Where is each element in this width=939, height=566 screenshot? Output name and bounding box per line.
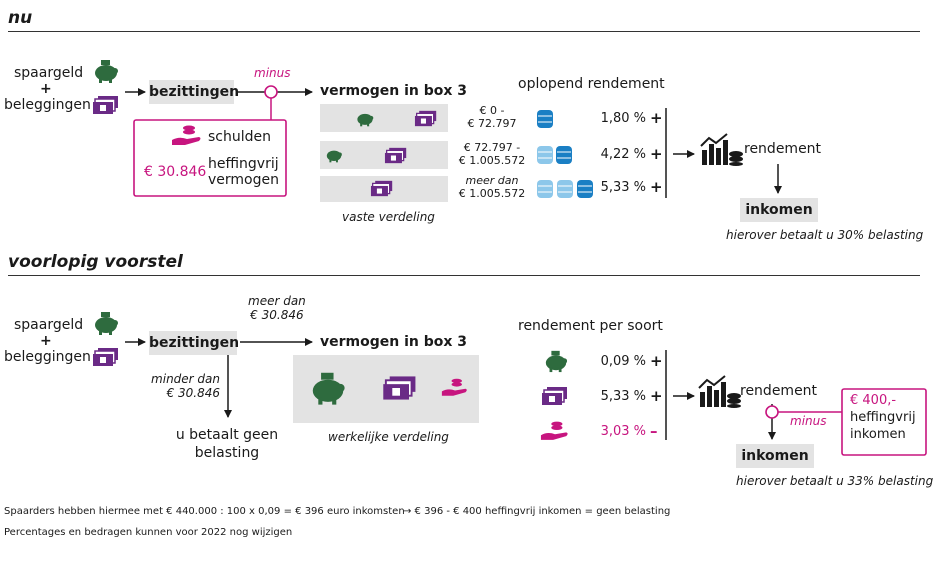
piggy-bank-icon — [357, 113, 374, 127]
coin-stack-icon — [537, 180, 593, 198]
oplopend-rendement-title: oplopend rendement — [518, 76, 665, 92]
vaste-verdeling-label: vaste verdeling — [342, 210, 435, 224]
hand-coins-icon — [441, 378, 467, 396]
banknotes-icon — [414, 110, 437, 127]
rate-1-pct: 0,09 % — [600, 354, 646, 369]
minus-label: minus — [254, 66, 291, 80]
piggy-bank-icon — [95, 312, 118, 335]
footer-disclaimer: Percentages en bedragen kunnen voor 2022… — [4, 527, 293, 538]
werkelijke-verdeling-label: werkelijke verdeling — [328, 430, 449, 444]
piggy-bank-icon — [312, 372, 345, 405]
bracket-2-op: + — [650, 145, 663, 163]
bracket-1-pct: 1,80 % — [600, 111, 646, 126]
rate-2-op: + — [650, 387, 663, 405]
piggy-bank-icon — [545, 350, 568, 373]
banknotes-icon — [542, 387, 567, 405]
chart-coins-icon — [698, 375, 741, 408]
rendement-label: rendement — [740, 383, 818, 399]
rendement-per-soort-title: rendement per soort — [518, 318, 663, 334]
bracket-3-pct: 5,33 % — [600, 180, 646, 195]
piggy-bank-icon — [95, 60, 118, 83]
no-tax-label: u betaalt geen belasting — [175, 427, 279, 461]
rate-1-op: + — [650, 352, 663, 370]
section-divider-proposal — [8, 275, 920, 276]
hand-coins-icon — [540, 421, 568, 440]
rendement-label: rendement — [744, 141, 822, 157]
bracket-1-range: € 0 -€ 72.797 — [467, 104, 517, 130]
heffingvrij-inkomen-line1: heffingvrij — [850, 410, 916, 425]
footer-calculation: Spaarders hebben hiermee met € 440.000 :… — [4, 506, 405, 517]
heffingvrij-inkomen-line2: inkomen — [850, 427, 906, 442]
section-divider-now — [8, 31, 920, 32]
meer-dan-label: meer dan € 30.846 — [248, 294, 306, 322]
heffingvrij-line1: heffingvrij — [208, 156, 279, 172]
tax-note: hierover betaalt u 30% belasting — [726, 228, 924, 242]
minus-label: minus — [790, 414, 827, 428]
heffingvrij-line2: vermogen — [208, 172, 279, 188]
bezittingen-box: bezittingen — [149, 80, 239, 104]
footer-result: → € 396 - € 400 heffingvrij inkomen = ge… — [403, 506, 671, 517]
label-spaargeld: spaargeld — [14, 65, 84, 81]
banknotes-icon — [93, 96, 118, 114]
coin-stack-icon — [537, 146, 572, 164]
inkomen-box: inkomen — [740, 198, 818, 222]
rate-3-pct: 3,03 % — [600, 424, 646, 439]
minder-dan-label: minder dan € 30.846 — [151, 372, 220, 400]
label-spaargeld: spaargeld — [14, 317, 84, 333]
section-title-now: nu — [8, 8, 33, 28]
bracket-2-pct: 4,22 % — [600, 147, 646, 162]
rate-3-op: – — [650, 422, 658, 440]
piggy-bank-icon — [326, 150, 342, 163]
bracket-3-op: + — [650, 178, 663, 196]
section-title-proposal: voorlopig voorstel — [8, 252, 183, 272]
banknotes-icon — [384, 147, 407, 164]
rate-2-pct: 5,33 % — [600, 389, 646, 404]
hand-coins-icon — [172, 125, 201, 145]
tax-note: hierover betaalt u 33% belasting — [736, 474, 934, 488]
inkomen-box: inkomen — [736, 444, 814, 468]
banknotes-icon — [370, 180, 393, 197]
heffingvrij-amount: € 30.846 — [144, 164, 207, 180]
banknotes-icon — [383, 376, 416, 400]
bracket-3-range: meer dan€ 1.005.572 — [458, 174, 526, 200]
label-plus: + — [40, 81, 52, 97]
coin-stack-icon — [537, 110, 553, 128]
bracket-1-op: + — [650, 109, 663, 127]
label-beleggingen: beleggingen — [4, 349, 91, 365]
bracket-2-range: € 72.797 -€ 1.005.572 — [458, 141, 526, 167]
banknotes-icon — [93, 348, 118, 366]
label-beleggingen: beleggingen — [4, 97, 91, 113]
heffingvrij-inkomen-amount: € 400,- — [850, 393, 897, 408]
chart-coins-icon — [700, 133, 743, 166]
vermogen-box3-title: vermogen in box 3 — [320, 83, 468, 99]
label-plus: + — [40, 333, 52, 349]
bezittingen-box: bezittingen — [149, 331, 239, 355]
label-schulden: schulden — [208, 129, 271, 145]
vermogen-box3-title: vermogen in box 3 — [320, 334, 468, 350]
